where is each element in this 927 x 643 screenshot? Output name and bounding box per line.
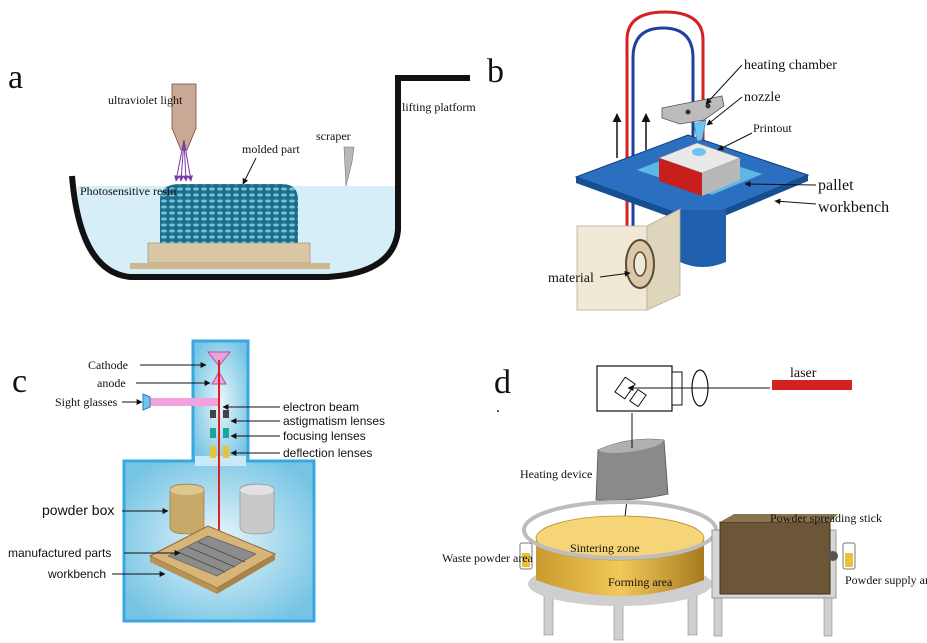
filament-blue (631, 26, 695, 263)
manufactured-parts (167, 535, 257, 577)
label-workbench-c: workbench (47, 567, 106, 581)
label-photosensitive-resin: Photosensitive resin (80, 184, 176, 198)
astigmatism-lens-r (223, 410, 229, 418)
sight-glass (142, 393, 151, 411)
label-molded-part: molded part (242, 142, 300, 156)
label-pallet: pallet (818, 177, 854, 194)
vat-outline (69, 75, 470, 280)
label-electron-beam: electron beam (283, 400, 359, 414)
label-sight-glasses: Sight glasses (55, 395, 118, 409)
label-cathode: Cathode (88, 358, 128, 372)
panel-letter-d: d (494, 364, 511, 401)
arrow-material (599, 270, 631, 278)
panel-letter-b: b (487, 53, 504, 90)
label-powder-box: powder box (42, 502, 114, 518)
laser-source (772, 380, 852, 390)
nozzle (693, 119, 707, 142)
cathode (206, 351, 232, 367)
label-nozzle: nozzle (744, 90, 781, 105)
panel-letter-a: a (8, 59, 23, 96)
label-ultraviolet-light: ultraviolet light (108, 93, 183, 107)
panel-a: a ultraviolet light lifting platform mol… (8, 59, 476, 280)
label-scraper: scraper (316, 129, 351, 143)
build-plate (147, 242, 311, 264)
arrow-nozzle (706, 96, 743, 126)
astigmatism-lens-l (210, 410, 216, 418)
pedestal (680, 210, 726, 267)
printout-left (659, 158, 702, 196)
label-anode: anode (97, 376, 126, 390)
arrow-heating-chamber (705, 64, 743, 105)
focusing-lens-l (210, 428, 216, 438)
parts-lines (177, 541, 246, 573)
arrow-printout (717, 132, 753, 151)
deflection-lens-l (210, 446, 216, 458)
deflection-lens-r (223, 446, 229, 458)
sight-glass-tube (150, 398, 218, 406)
focusing-lens-r (223, 428, 229, 438)
panel-c: c C (8, 339, 385, 623)
label-powder-supply-area: Powder supply area (845, 573, 927, 587)
powder-box-right (239, 483, 275, 535)
uv-rays (174, 139, 194, 182)
uv-light-source (171, 83, 197, 151)
label-heating-chamber: heating chamber (744, 58, 837, 73)
printout-right (702, 158, 740, 196)
supply-box (719, 521, 831, 595)
panel-letter-c: c (12, 363, 27, 400)
spreading-stick-icon (828, 551, 838, 561)
label-deflection-lenses: deflection lenses (283, 446, 372, 460)
label-forming-area: Forming area (608, 575, 673, 589)
scraper (343, 146, 355, 187)
supply-box-legs (713, 597, 833, 637)
label-printout: Printout (753, 121, 792, 135)
molded-part (160, 184, 298, 243)
label-manufactured-parts: manufactured parts (8, 546, 111, 560)
powder-box-left (169, 483, 205, 535)
label-powder-spreading-stick: Powder spreading stick (770, 511, 882, 525)
label-material: material (548, 271, 594, 286)
label-focusing-lenses: focusing lenses (283, 429, 366, 443)
label-sintering-zone: Sintering zone (570, 541, 640, 555)
label-heating-device: Heating device (520, 467, 592, 481)
arrow-molded-part (242, 157, 257, 185)
panel-d: d . laser Heating device (442, 364, 927, 641)
filament-red (625, 10, 705, 263)
arrow-pallet (744, 181, 817, 188)
label-laser: laser (790, 366, 817, 381)
label-workbench: workbench (818, 199, 889, 216)
arrow-workbench (774, 198, 817, 205)
mirror-icon (614, 376, 636, 400)
panel-d-dot: . (496, 399, 500, 416)
label-astigmatism-lenses: astigmatism lenses (283, 414, 385, 428)
label-lifting-platform: lifting platform (402, 100, 476, 114)
label-waste-powder-area: Waste powder area (442, 551, 534, 565)
build-plate-bottom (130, 263, 330, 269)
panel-b: b heating chamber nozzle Printout (487, 10, 889, 311)
